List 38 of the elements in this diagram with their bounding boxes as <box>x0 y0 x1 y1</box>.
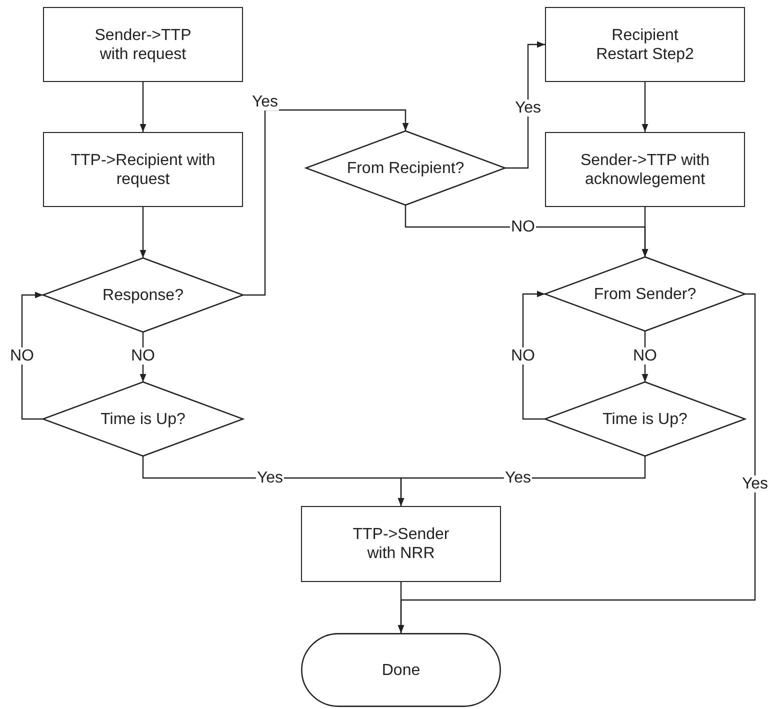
node-label: Response? <box>102 286 184 304</box>
arrow <box>398 456 646 506</box>
node-label: From Sender? <box>592 284 698 304</box>
decision-diamond <box>43 258 243 332</box>
arrow <box>642 207 648 257</box>
process-box <box>43 132 243 207</box>
process-box <box>545 132 745 207</box>
process-box <box>545 7 745 82</box>
edge-label: Yes <box>250 94 280 110</box>
decision-diamond <box>545 382 745 456</box>
arrow <box>522 290 545 420</box>
arrow <box>505 41 545 169</box>
edge-label: Yes <box>740 476 770 492</box>
arrow <box>140 82 146 132</box>
arrow <box>398 582 404 633</box>
process-box <box>301 506 501 582</box>
arrow <box>243 109 409 296</box>
arrow <box>140 207 146 258</box>
node-label: Time is Up? <box>100 410 186 428</box>
node-label: TTP->Sender with NRR <box>352 525 450 563</box>
decision-diamond <box>545 257 745 331</box>
process-box <box>43 7 243 82</box>
node-label: Done <box>380 660 422 680</box>
node-label: TTP->Recipient with request <box>70 150 216 188</box>
edge-label: NO <box>632 348 658 364</box>
arrow <box>642 82 648 132</box>
node-label: Sender->TTP with acknowlegement <box>579 150 711 188</box>
node-label: Sender->TTP with request <box>94 26 192 64</box>
node-label: From Recipient? <box>346 158 466 178</box>
node-label: Time is Up? <box>602 410 688 428</box>
edge-label: NO <box>510 348 536 364</box>
decision-diamond <box>43 382 243 456</box>
node-label: Recipient Restart Step2 <box>595 26 695 64</box>
decision-diamond <box>306 131 505 205</box>
arrow <box>21 292 43 420</box>
edge-label: NO <box>9 348 35 364</box>
edge-label: NO <box>130 348 156 364</box>
edge-label: Yes <box>514 100 542 116</box>
